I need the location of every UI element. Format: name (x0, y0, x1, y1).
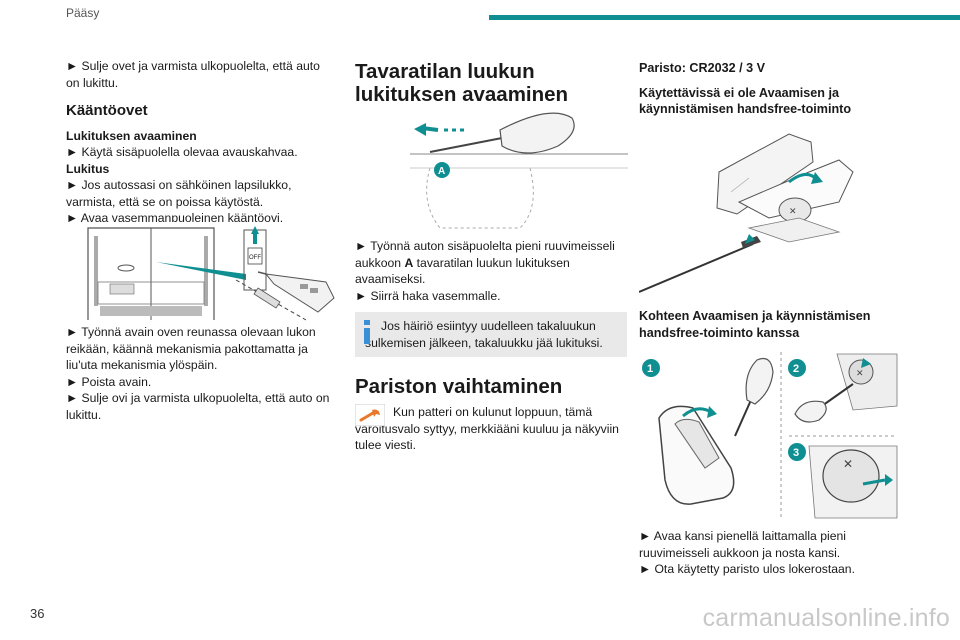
svg-text:✕: ✕ (843, 457, 853, 471)
battery-warning-text: Kun patteri on kulunut loppuun, tämä var… (355, 405, 619, 452)
tailgate-step-1: ► Työnnä auton sisäpuolelta pieni ruuvim… (355, 239, 615, 286)
battery-heading: Pariston vaihtaminen (355, 375, 563, 398)
section-header: Pääsy (66, 6, 100, 20)
page-number: 36 (30, 606, 45, 621)
unlock-heading: Lukituksen avaaminen (66, 128, 197, 143)
step-badge-2: 2 (793, 363, 799, 375)
info-icon (364, 320, 370, 344)
column-1: ► Sulje ovet ja varmista ulkopuolelta, e… (66, 58, 336, 227)
key-step-3: ► Sulje ovi ja varmista ulkopuolelta, et… (66, 391, 330, 422)
battery-step-1: ► Avaa kansi pienellä laittamalla pieni … (639, 529, 846, 560)
svg-text:✕: ✕ (856, 368, 864, 378)
tailgate-heading: Tavaratilan luukun lukituksen avaaminen (355, 60, 569, 106)
key-fob-open-figure: ✕ (639, 133, 854, 293)
van-rear-doors-figure: OFF (86, 222, 336, 322)
battery-warning: Kun patteri on kulunut loppuun, tämä var… (355, 404, 627, 454)
battery-steps-figure: 1 2 3 ✕ ✕ (642, 352, 898, 520)
kaantoovet-heading: Kääntöovet (66, 102, 148, 119)
unlock-text: ► Käytä sisäpuolella olevaa avauskahvaa. (66, 145, 298, 159)
column-2-body: ► Työnnä auton sisäpuolelta pieni ruuvim… (355, 238, 627, 454)
lock-step-1: ► Jos autossasi on sähköinen lapsilukko,… (66, 178, 292, 209)
figure-label-a: A (438, 166, 445, 177)
svg-text:✕: ✕ (789, 206, 797, 216)
key-step-2: ► Poista avain. (66, 374, 152, 389)
column-3: Paristo: CR2032 / 3 V Käytettävissä ei o… (639, 60, 909, 118)
step-badge-3: 3 (793, 447, 799, 459)
info-note-text: Jos häiriö esiintyy uudelleen takaluukun… (365, 319, 603, 350)
with-handsfree-heading: Kohteen Avaamisen ja käynnistämisen hand… (639, 309, 871, 340)
column-2: Tavaratilan luukun lukituksen avaaminen (355, 60, 627, 106)
without-handsfree-heading: Käytettävissä ei ole Avaamisen ja käynni… (639, 85, 852, 117)
battery-step-2: ► Ota käytetty paristo ulos lokerostaan. (639, 562, 855, 576)
wrench-icon (355, 404, 385, 426)
off-label: OFF (249, 255, 261, 261)
key-step-1: ► Työnnä avain oven reunassa olevaan luk… (66, 325, 316, 372)
info-note: Jos häiriö esiintyy uudelleen takaluukun… (355, 312, 627, 357)
column-1-lower: ► Työnnä avain oven reunassa olevaan luk… (66, 324, 336, 423)
battery-spec: Paristo: CR2032 / 3 V (639, 61, 765, 75)
lock-step-2: ► Avaa vasemmanpuoleinen kääntöovi. (66, 211, 284, 225)
tailgate-unlock-figure: A (410, 112, 628, 229)
lock-heading: Lukitus (66, 161, 110, 176)
tailgate-step-2: ► Siirrä haka vasemmalle. (355, 288, 501, 303)
column-3-handsfree: Kohteen Avaamisen ja käynnistämisen hand… (639, 308, 909, 341)
column-3-steps: ► Avaa kansi pienellä laittamalla pieni … (639, 528, 909, 578)
header-accent-bar (489, 15, 960, 20)
intro-text: ► Sulje ovet ja varmista ulkopuolelta, e… (66, 59, 320, 90)
step-badge-1: 1 (647, 363, 653, 375)
watermark: carmanualsonline.info (702, 604, 950, 632)
